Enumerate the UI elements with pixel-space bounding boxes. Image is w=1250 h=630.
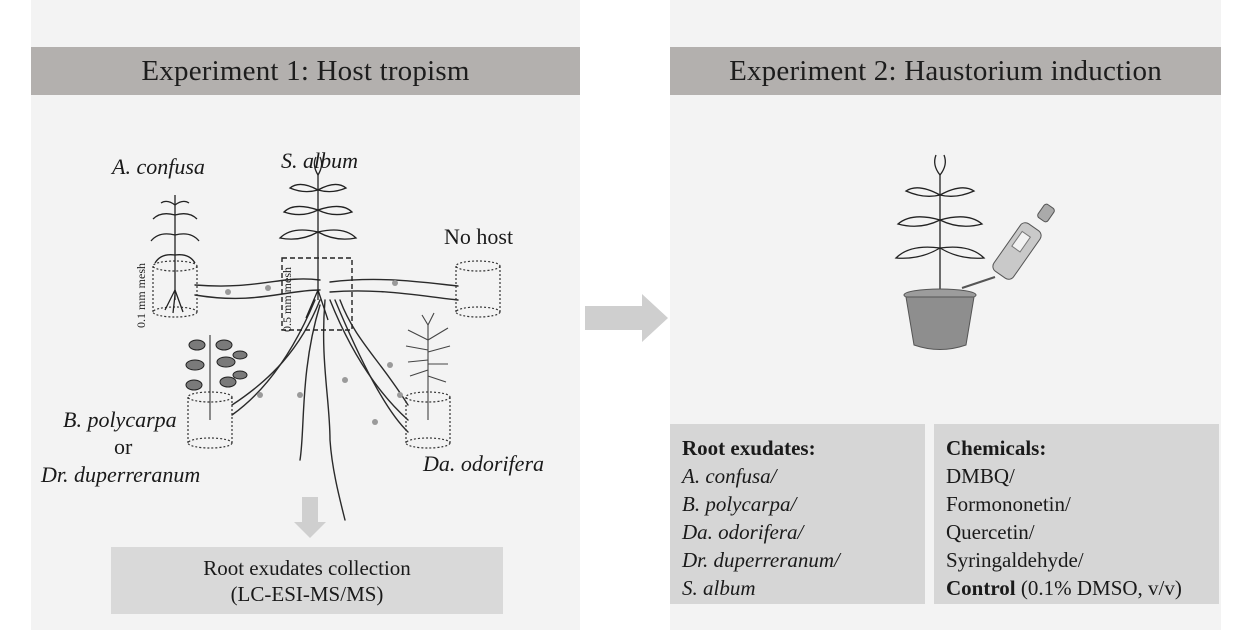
chemical-item: Formononetin/ [946, 492, 1071, 516]
chemical-item: Syringaldehyde/ [946, 548, 1084, 572]
control-item: Control (0.1% DMSO, v/v) [946, 574, 1207, 602]
label-da-odorifera: Da. odorifera [423, 451, 544, 476]
experiment1-title: Experiment 1: Host tropism [31, 47, 580, 95]
label-no-host: No host [444, 224, 514, 249]
collection-line2: (LC-ESI-MS/MS) [230, 581, 384, 606]
label-s-album: S. album [281, 148, 358, 173]
root-exudate-item: A. confusa/ [682, 464, 777, 488]
label-mesh-05: 0.5 mm mesh [280, 267, 294, 332]
label-mesh-01: 0.1 mm mesh [134, 263, 148, 328]
root-exudates-collection-box: Root exudates collection (LC-ESI-MS/MS) [111, 547, 503, 614]
chemicals-box: Chemicals: DMBQ/ Formononetin/ Quercetin… [934, 424, 1219, 604]
chemical-item: Quercetin/ [946, 520, 1035, 544]
label-dr-duperreranum: Dr. duperreranum [41, 462, 201, 487]
root-exudates-box: Root exudates: A. confusa/ B. polycarpa/… [670, 424, 925, 604]
root-exudate-item: Da. odorifera/ [682, 520, 804, 544]
label-a-confusa: A. confusa [112, 154, 205, 179]
root-exudate-item: B. polycarpa/ [682, 492, 797, 516]
label-or: or [114, 434, 133, 459]
collection-line1: Root exudates collection [203, 555, 411, 580]
root-exudate-item: Dr. duperreranum/ [682, 548, 840, 572]
root-exudate-item: S. album [682, 576, 756, 600]
experiment2-title: Experiment 2: Haustorium induction [670, 47, 1221, 95]
root-exudates-title: Root exudates: [682, 436, 816, 460]
chemical-item: DMBQ/ [946, 464, 1015, 488]
control-label: Control [946, 576, 1016, 600]
chemicals-title: Chemicals: [946, 436, 1047, 460]
control-detail: (0.1% DMSO, v/v) [1015, 576, 1182, 600]
label-b-polycarpa: B. polycarpa [63, 407, 177, 432]
